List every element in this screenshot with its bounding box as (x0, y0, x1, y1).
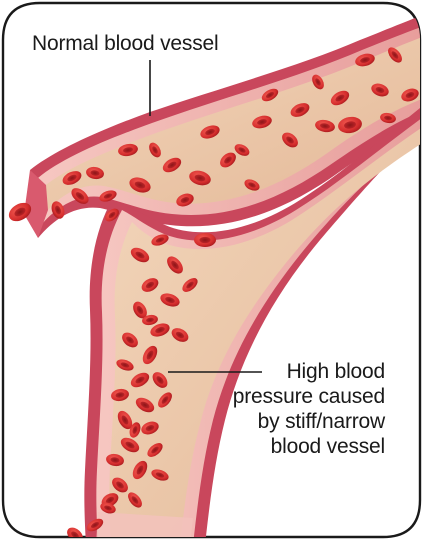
high-pressure-label-line-2: pressure caused (233, 384, 385, 409)
blood-cell-center (200, 237, 211, 243)
red-blood-cell-icon (194, 233, 216, 247)
normal-vessel-label: Normal blood vessel (32, 31, 218, 56)
high-pressure-label: High blood pressure caused by stiff/narr… (233, 359, 385, 459)
high-pressure-label-line-3: by stiff/narrow (233, 409, 385, 434)
high-pressure-label-line-1: High blood (233, 359, 385, 384)
high-pressure-label-line-4: blood vessel (233, 434, 385, 459)
